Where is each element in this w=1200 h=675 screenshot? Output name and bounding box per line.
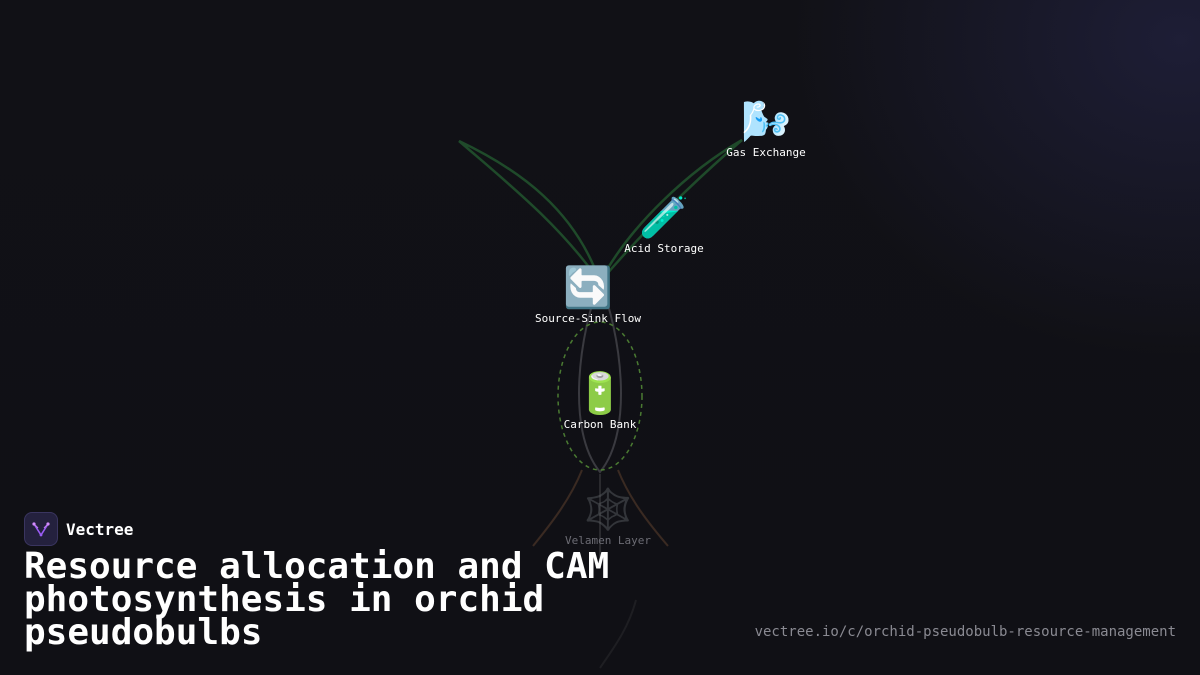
carbon-bank-outline: [557, 321, 643, 471]
wind-face-icon: 🌬️: [741, 99, 791, 145]
left-leaf: [458, 139, 602, 283]
vectree-logo-icon: [24, 512, 58, 546]
spider-web-icon: 🕸️: [583, 487, 633, 533]
right-leaf: [598, 138, 743, 283]
node-label: Acid Storage: [624, 242, 704, 255]
node-label: Carbon Bank: [563, 418, 637, 431]
test-tube-icon: 🧪: [639, 195, 689, 241]
node-source-sink-flow: 🔄 Source-Sink Flow: [535, 266, 641, 325]
node-label: Gas Exchange: [726, 146, 806, 159]
root-right: [617, 469, 669, 547]
page-title: Resource allocation and CAM photosynthes…: [24, 546, 610, 653]
node-velamen-layer: 🕸️ Velamen Layer: [565, 488, 651, 547]
battery-icon: 🔋: [575, 371, 625, 417]
brand-name: Vectree: [66, 519, 134, 539]
brand[interactable]: Vectree: [24, 512, 133, 546]
root-tail: [599, 599, 637, 669]
node-acid-storage: 🧪 Acid Storage: [624, 196, 703, 255]
node-carbon-bank: 🔋 Carbon Bank: [564, 372, 637, 431]
pseudobulb-outline: [578, 279, 622, 474]
node-label: Source-Sink Flow: [535, 312, 641, 325]
cycle-arrows-icon: 🔄: [563, 265, 613, 311]
page-url[interactable]: vectree.io/c/orchid-pseudobulb-resource-…: [754, 624, 1176, 640]
node-label: Velamen Layer: [564, 534, 652, 547]
root-left: [532, 469, 583, 547]
node-gas-exchange: 🌬️ Gas Exchange: [726, 100, 805, 159]
